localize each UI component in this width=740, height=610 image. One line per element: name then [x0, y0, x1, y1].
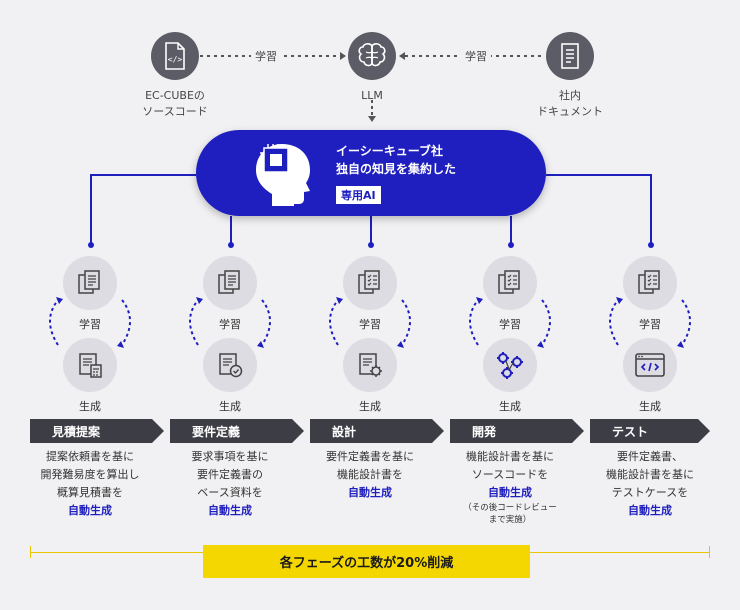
connector-dot-4: [508, 242, 514, 248]
connector-4: [510, 216, 512, 244]
brain-icon: [348, 32, 396, 80]
summary-tick-right: [709, 546, 710, 558]
col1-learn-icon: [63, 256, 117, 310]
col1-generate-label: 生成: [79, 400, 101, 413]
connector-5: [650, 174, 652, 244]
connector-1: [90, 174, 92, 244]
col4-generate-label: 生成: [499, 400, 521, 413]
desc-line: 機能設計書を基に: [606, 468, 694, 481]
col4-generate-icon: [483, 338, 537, 392]
connector-dot-2: [228, 242, 234, 248]
desc-highlight: 自動生成: [628, 504, 672, 517]
phase-requirements: 要件定義: [170, 419, 304, 443]
desc-line: ソースコードを: [471, 468, 549, 481]
connector-dot-5: [648, 242, 654, 248]
phase-development: 開発: [450, 419, 584, 443]
phase-development-desc: 機能設計書を基に ソースコードを 自動生成 （その後コードレビュー まで実施）: [442, 448, 578, 526]
desc-highlight: 自動生成: [208, 504, 252, 517]
llm-source: LLM: [332, 32, 412, 104]
desc-line: 機能設計書を: [337, 468, 403, 481]
col5-learn-icon: [623, 256, 677, 310]
connector-3: [370, 216, 372, 244]
desc-note: まで実施）: [488, 515, 532, 525]
code-file-icon: </>: [151, 32, 199, 80]
dedicated-ai-box: イーシーキューブ社 独自の知見を集約した 専用AI: [196, 130, 546, 216]
desc-line: 提案依頼書を基に: [46, 450, 134, 463]
ai-line-2: 独自の知見を集約した: [336, 162, 457, 176]
connector-dot-3: [368, 242, 374, 248]
desc-line: 概算見積書を: [57, 486, 123, 499]
desc-highlight: 自動生成: [488, 486, 532, 499]
col3-generate-icon: [343, 338, 397, 392]
col3-learn-label: 学習: [359, 318, 381, 331]
desc-line: 開発難易度を算出し: [40, 468, 140, 481]
phase-test-desc: 要件定義書、 機能設計書を基に テストケースを 自動生成: [582, 448, 718, 520]
col1-generate-icon: [63, 338, 117, 392]
desc-highlight: 自動生成: [68, 504, 112, 517]
svg-text:</>: </>: [168, 55, 183, 64]
desc-line: 要件定義書を基に: [326, 450, 414, 463]
col2-generate-label: 生成: [219, 400, 241, 413]
col4-learn-icon: [483, 256, 537, 310]
connector-2: [230, 216, 232, 244]
col5-generate-label: 生成: [639, 400, 661, 413]
docs-label-1: 社内: [559, 89, 581, 102]
phase-test: テスト: [590, 419, 710, 443]
connector-right-h: [546, 174, 652, 176]
col5-generate-icon: [623, 338, 677, 392]
llm-label: LLM: [361, 89, 383, 102]
desc-highlight: 自動生成: [348, 486, 392, 499]
phase-estimate-desc: 提案依頼書を基に 開発難易度を算出し 概算見積書を 自動生成: [22, 448, 158, 520]
desc-line: 要求事項を基に: [191, 450, 269, 463]
desc-line: 要件定義書の: [197, 468, 263, 481]
desc-line: 要件定義書、: [617, 450, 683, 463]
connector-dot-1: [88, 242, 94, 248]
ec-cube-source: </> EC-CUBEの ソースコード: [135, 32, 215, 120]
col1-learn-label: 学習: [79, 318, 101, 331]
docs-label-2: ドキュメント: [537, 105, 603, 118]
phase-design-desc: 要件定義書を基に 機能設計書を 自動生成: [302, 448, 438, 502]
document-icon: [546, 32, 594, 80]
col3-generate-label: 生成: [359, 400, 381, 413]
learn-label-right: 学習: [461, 48, 491, 64]
col2-learn-icon: [203, 256, 257, 310]
connector-left-h: [90, 174, 196, 176]
phase-requirements-desc: 要求事項を基に 要件定義書の ベース資料を 自動生成: [162, 448, 298, 520]
desc-line: テストケースを: [611, 486, 689, 499]
ai-badge: 専用AI: [336, 186, 381, 204]
summary-tick-left: [30, 546, 31, 558]
ai-head-icon: [254, 140, 316, 210]
desc-note: （その後コードレビュー: [463, 503, 557, 513]
cycle-arrows: [49, 297, 691, 348]
learn-label-left: 学習: [251, 48, 281, 64]
summary-label: 各フェーズの工数が20%削減: [203, 545, 530, 578]
col4-learn-label: 学習: [499, 318, 521, 331]
ai-line-1: イーシーキューブ社: [336, 144, 444, 158]
desc-line: 機能設計書を基に: [466, 450, 554, 463]
col2-learn-label: 学習: [219, 318, 241, 331]
phase-estimate: 見積提案: [30, 419, 164, 443]
desc-line: ベース資料を: [197, 486, 263, 499]
col5-learn-label: 学習: [639, 318, 661, 331]
col2-generate-icon: [203, 338, 257, 392]
col3-learn-icon: [343, 256, 397, 310]
phase-design: 設計: [310, 419, 444, 443]
docs-source: 社内 ドキュメント: [530, 32, 610, 120]
ec-cube-label-2: ソースコード: [142, 105, 208, 118]
ec-cube-label-1: EC-CUBEの: [145, 89, 205, 102]
